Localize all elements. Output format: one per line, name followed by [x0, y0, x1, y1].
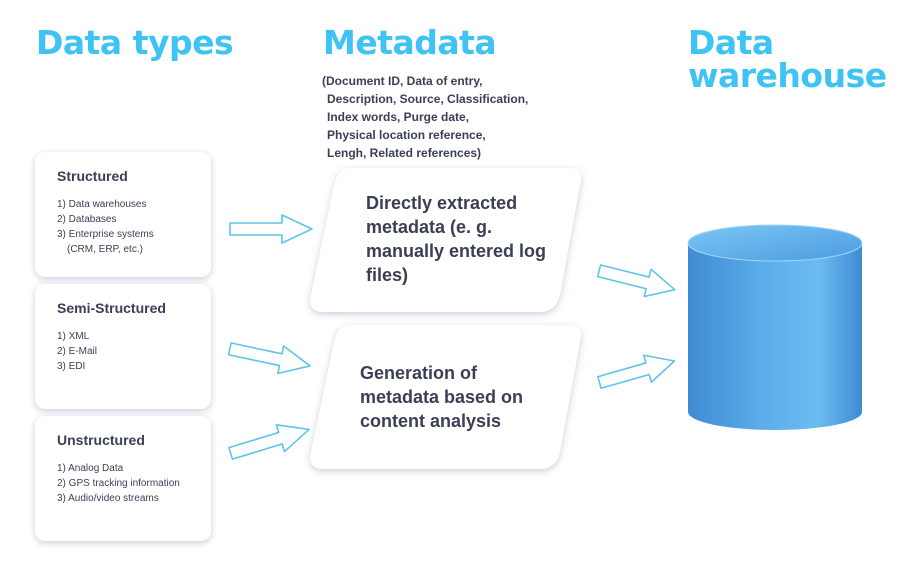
metadata-field-line: Index words, Purge date, [327, 110, 470, 124]
arrow-unstructured-to-metadata [228, 424, 310, 460]
process-box-content-analysis [310, 325, 582, 469]
arrow-semistructured-to-metadata [227, 342, 311, 375]
list-item: 1) XML [57, 331, 90, 342]
data-type-items: 1) XML 2) E-Mail 3) EDI [57, 329, 201, 374]
data-type-items: 1) Analog Data 2) GPS tracking informati… [57, 461, 201, 506]
process-label-direct-extraction: Directly extracted metadata (e. g. manua… [366, 193, 547, 285]
data-type-title: Unstructured [57, 432, 145, 448]
data-type-card-semi-structured: Semi-Structured 1) XML 2) E-Mail 3) EDI [35, 284, 211, 409]
list-item: 2) E-Mail [57, 346, 98, 357]
data-type-title: Structured [57, 168, 128, 184]
metadata-field-line: (Document ID, Data of entry, [322, 74, 483, 88]
metadata-field-line: Lengh, Related references) [327, 146, 482, 160]
list-item: 2) GPS tracking information [57, 478, 180, 489]
process-box-direct-extraction [310, 168, 582, 312]
heading-metadata: Metadata [323, 23, 497, 62]
list-item: (CRM, ERP, etc.) [67, 244, 143, 255]
process-label-content-analysis: Generation of metadata based on content … [360, 363, 524, 431]
data-type-items: 1) Data warehouses 2) Databases 3) Enter… [57, 197, 201, 257]
list-item: 3) Enterprise systems [57, 229, 154, 240]
list-item: 3) Audio/video streams [57, 493, 159, 504]
data-warehouse-cylinder-icon [687, 224, 863, 430]
arrow-direct-to-warehouse [596, 264, 676, 298]
list-item: 1) Data warehouses [57, 199, 147, 210]
list-item: 3) EDI [57, 361, 86, 372]
metadata-field-line: Physical location reference, [327, 128, 486, 142]
data-type-title: Semi-Structured [57, 300, 166, 316]
heading-data-warehouse: Data warehouse [688, 23, 887, 95]
metadata-fields-list: (Document ID, Data of entry, Description… [322, 72, 572, 162]
list-item: 2) Databases [57, 214, 117, 225]
list-item: 1) Analog Data [57, 463, 124, 474]
heading-data-types: Data types [36, 23, 234, 62]
data-type-card-structured: Structured 1) Data warehouses 2) Databas… [35, 152, 211, 277]
data-type-card-unstructured: Unstructured 1) Analog Data 2) GPS track… [35, 416, 211, 541]
metadata-field-line: Description, Source, Classification, [327, 92, 529, 106]
arrow-structured-to-metadata [229, 214, 313, 244]
arrow-analysis-to-warehouse [597, 354, 676, 390]
